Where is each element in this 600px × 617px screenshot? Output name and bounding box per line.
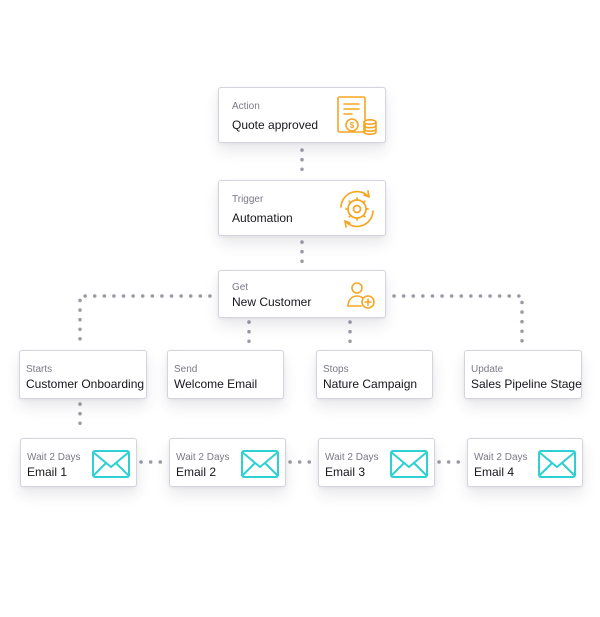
svg-text:$: $ (350, 121, 355, 130)
add-user-icon (347, 282, 375, 309)
node-title: Quote approved (232, 118, 319, 132)
node-label: Wait 2 Days (325, 452, 379, 463)
node-title: Email 4 (474, 465, 515, 479)
envelope-icon (92, 450, 130, 478)
node-update[interactable]: Update Sales Pipeline Stage (464, 350, 582, 399)
node-label: Wait 2 Days (27, 452, 81, 463)
node-get[interactable]: Get New Customer (218, 270, 386, 318)
node-send[interactable]: Send Welcome Email (167, 350, 284, 399)
node-title: Customer Onboarding (26, 377, 145, 391)
node-title: Email 2 (176, 465, 217, 479)
node-label: Wait 2 Days (474, 452, 528, 463)
node-email-1[interactable]: Wait 2 Days Email 1 (20, 438, 137, 487)
node-label: Trigger (232, 194, 264, 205)
node-email-2[interactable]: Wait 2 Days Email 2 (169, 438, 286, 487)
envelope-icon (390, 450, 428, 478)
node-stops[interactable]: Stops Nature Campaign (316, 350, 433, 399)
node-title: Welcome Email (174, 377, 258, 391)
envelope-icon (538, 450, 576, 478)
node-label: Send (174, 364, 198, 375)
invoice-coins-icon: $ (337, 96, 377, 135)
node-email-4[interactable]: Wait 2 Days Email 4 (467, 438, 583, 487)
node-starts[interactable]: Starts Customer Onboarding (19, 350, 147, 399)
node-title: Email 1 (27, 465, 68, 479)
node-label: Wait 2 Days (176, 452, 230, 463)
node-label: Action (232, 101, 260, 112)
node-action[interactable]: Action Quote approved $ (218, 87, 386, 143)
node-title: Automation (232, 211, 293, 225)
envelope-icon (241, 450, 279, 478)
node-label: Update (471, 364, 504, 375)
node-email-3[interactable]: Wait 2 Days Email 3 (318, 438, 435, 487)
node-title: Nature Campaign (323, 377, 418, 391)
connector-get-update (392, 294, 524, 346)
node-label: Stops (323, 364, 349, 375)
node-title: Sales Pipeline Stage (471, 377, 582, 391)
node-title: New Customer (232, 295, 312, 309)
node-label: Get (232, 282, 249, 293)
connector-get-starts (78, 294, 212, 346)
node-trigger[interactable]: Trigger Automation (218, 180, 386, 236)
gear-cycle-icon (340, 190, 374, 228)
node-label: Starts (26, 364, 53, 375)
node-title: Email 3 (325, 465, 366, 479)
